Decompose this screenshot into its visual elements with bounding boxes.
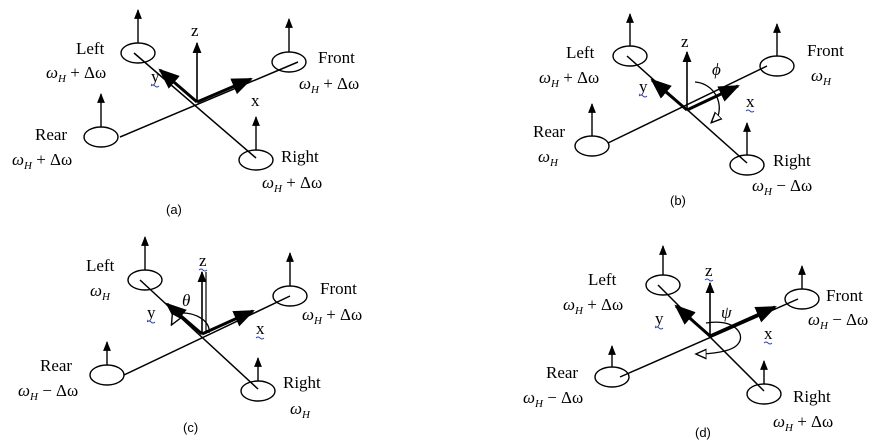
rotor-right [729, 154, 765, 176]
rotor-rear-speed: ωH − Δω [523, 388, 583, 410]
arm-left-right [657, 284, 765, 392]
panel-b: ϕ z y x Left ωH + Δω Front ωH Rear ωH Ri… [533, 13, 844, 208]
spell-underline [763, 341, 773, 345]
arm-rear-front [123, 295, 291, 376]
rotor-left-label: Left [86, 256, 115, 275]
rotor-front-speed: ωH − Δω [808, 310, 868, 332]
y-axis-label: y [147, 303, 156, 322]
rotor-left [612, 45, 648, 67]
rotor-front-speed: ωH + Δω [302, 305, 362, 327]
rotor-right-speed: ωH [290, 399, 311, 421]
rotor-front-label: Front [807, 41, 844, 60]
rotor-right [240, 380, 276, 402]
rotor-left-speed: ωH + Δω [563, 295, 623, 317]
rotor-left-label: Left [76, 39, 105, 58]
rotor-left-speed: ωH [90, 281, 111, 303]
x-axis-label: x [256, 319, 265, 338]
spell-underline [745, 109, 755, 113]
pitch-rotation-arrow [172, 312, 210, 334]
x-axis-label: x [251, 91, 260, 110]
y-axis-arrow [650, 78, 688, 112]
rotor-right-label: Right [793, 387, 831, 406]
roll-rotation-arrow [694, 81, 719, 122]
panel-a: z y x Left ωH + Δω Front ωH + Δω Rear ωH… [12, 9, 359, 217]
spell-underline [704, 278, 714, 282]
y-axis-arrow [165, 302, 203, 336]
yaw-rotation-arrow [697, 321, 742, 354]
rotor-rear-label: Rear [546, 363, 578, 382]
spell-underline [255, 336, 265, 340]
spell-underline [146, 320, 156, 324]
rotor-front-speed: ωH [811, 66, 832, 88]
rotor-right [746, 383, 782, 405]
rotor-rear-speed: ωH − Δω [18, 381, 78, 403]
y-axis-arrow [674, 304, 711, 338]
arm-left-right [139, 279, 259, 390]
rotor-front [759, 55, 795, 77]
rotor-front [784, 288, 820, 310]
rotor-rear-speed: ωH + Δω [12, 150, 72, 172]
rotor-rear [89, 364, 125, 386]
rotor-rear [594, 366, 630, 388]
rotor-rear-speed: ωH [538, 147, 559, 169]
rotor-left-speed: ωH + Δω [46, 63, 106, 85]
rotor-left [120, 42, 156, 64]
z-axis-label: z [191, 21, 199, 40]
spell-underline [654, 326, 664, 330]
x-axis-arrow [201, 309, 255, 336]
yaw-angle-label: ψ [721, 303, 732, 322]
rotor-right-speed: ωH − Δω [752, 176, 812, 198]
rotor-right-label: Right [281, 147, 319, 166]
x-axis-label: x [746, 92, 755, 111]
y-axis-label: y [151, 67, 160, 86]
rotor-right-label: Right [773, 151, 811, 170]
x-axis-arrow [196, 77, 253, 104]
panel-caption: (a) [166, 202, 182, 217]
rotor-left [127, 269, 163, 291]
y-axis-label: y [639, 77, 648, 96]
rotor-front-label: Front [318, 48, 355, 67]
rotor-left-speed: ωH + Δω [539, 68, 599, 90]
rotor-front-label: Front [320, 279, 357, 298]
rotor-rear-label: Rear [40, 356, 72, 375]
spell-underline [638, 94, 648, 98]
rotor-rear-label: Rear [533, 122, 565, 141]
rotor-left-label: Left [566, 43, 595, 62]
rotor-rear [83, 126, 119, 148]
rotor-front-speed: ωH + Δω [299, 74, 359, 96]
z-axis-label: z [199, 251, 207, 270]
panel-c: θ z y x Left ωH Front ωH + Δω Rear ωH − … [18, 236, 362, 435]
panel-d: ψ z y x Left ωH + Δω Front ωH − Δω Rear … [523, 245, 868, 440]
x-axis-arrow [686, 84, 740, 112]
z-axis-label: z [681, 32, 689, 51]
rotor-left [645, 274, 681, 296]
arm-rear-front [119, 61, 299, 138]
roll-angle-label: ϕ [712, 60, 721, 79]
panel-caption: (b) [670, 193, 686, 208]
panel-caption: (d) [695, 425, 711, 440]
z-axis-label: z [705, 261, 713, 280]
y-axis-label: y [655, 309, 664, 328]
panel-caption: (c) [183, 420, 198, 435]
spell-underline [198, 268, 208, 272]
rotor-right-speed: ωH + Δω [262, 173, 322, 195]
rotor-front [271, 51, 307, 73]
x-axis-label: x [764, 324, 773, 343]
y-axis-arrow [158, 68, 198, 104]
rotor-front-label: Front [826, 286, 863, 305]
rotor-right-label: Right [283, 373, 321, 392]
rotor-rear [574, 135, 610, 157]
x-axis-arrow [709, 305, 777, 338]
rotor-right [238, 149, 274, 171]
rotor-right-speed: ωH + Δω [773, 412, 833, 434]
pitch-angle-label: θ [182, 291, 190, 310]
rotor-rear-label: Rear [35, 125, 67, 144]
rotor-left-label: Left [588, 270, 617, 289]
arm-left-right [133, 52, 257, 159]
spell-underline [150, 84, 160, 88]
